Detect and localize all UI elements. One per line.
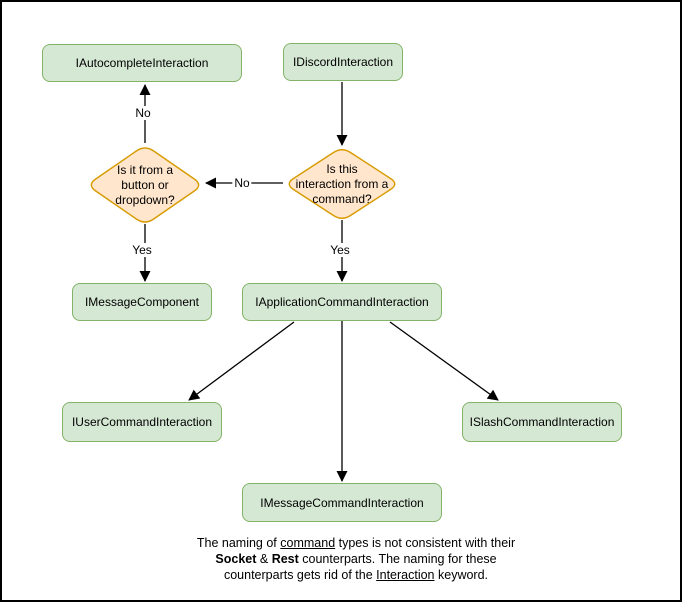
node-autocomplete-interaction: IAutocompleteInteraction bbox=[42, 44, 242, 82]
caption-line-1: The naming of command types is not consi… bbox=[196, 536, 516, 550]
edge-label-no-top: No bbox=[133, 106, 153, 120]
node-message-command-interaction: IMessageCommandInteraction bbox=[242, 483, 442, 522]
decision-diamond-shape bbox=[288, 149, 396, 219]
caption-line-2: Socket & Rest counterparts. The naming f… bbox=[215, 552, 497, 566]
edge-label-yes-right: Yes bbox=[328, 243, 352, 257]
edge-label-no-middle: No bbox=[232, 176, 252, 190]
decision-label: Is it from a button or dropdown? bbox=[115, 162, 175, 207]
decision-is-interaction-from-command: Is this interaction from a command? bbox=[285, 147, 399, 221]
decision-is-from-button-or-dropdown: Is it from a button or dropdown? bbox=[87, 145, 203, 225]
caption-line-3: counterparts gets rid of the Interaction… bbox=[223, 568, 489, 582]
node-application-command-interaction: IApplicationCommandInteraction bbox=[242, 283, 442, 321]
decision-diamond-shape bbox=[90, 147, 200, 223]
node-user-command-interaction: IUserCommandInteraction bbox=[62, 402, 222, 442]
edge-to-slash-command-arrow bbox=[389, 321, 499, 401]
edge-label-yes-left: Yes bbox=[130, 243, 154, 257]
edge-to-user-command-arrow bbox=[188, 321, 295, 401]
decision-label: Is this interaction from a command? bbox=[295, 161, 389, 206]
node-slash-command-interaction: ISlashCommandInteraction bbox=[462, 402, 622, 442]
diagram-caption: The naming of command types is not consi… bbox=[106, 535, 606, 583]
node-discord-interaction: IDiscordInteraction bbox=[283, 43, 403, 81]
node-message-component: IMessageComponent bbox=[72, 283, 212, 321]
